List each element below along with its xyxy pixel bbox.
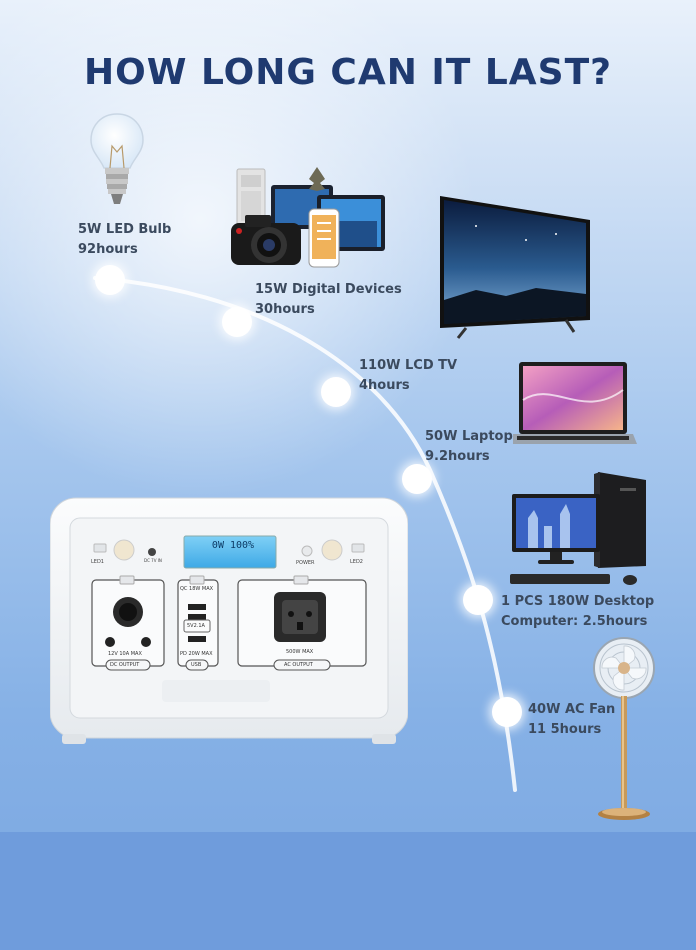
timeline-dot-4 — [402, 464, 432, 494]
light-bulb-icon — [90, 113, 144, 204]
page-title: HOW LONG CAN IT LAST? — [83, 52, 613, 93]
item-duration: 11 5hours — [528, 722, 602, 737]
device-lcd-text: 0W 100% — [211, 540, 255, 551]
device-ac-output-label: AC OUTPUT — [284, 662, 313, 668]
item-duration: 92hours — [78, 242, 138, 257]
device-usb-pd: PD 20W MAX — [180, 651, 213, 657]
desktop-computer-image — [510, 472, 646, 585]
timeline-dot-3 — [321, 377, 351, 407]
item-label-tv: 110W LCD TV 4hours — [359, 356, 457, 396]
laptop-image — [513, 362, 637, 444]
item-name: 110W LCD TV — [359, 358, 458, 373]
lcd-tv-image — [440, 196, 590, 339]
power-station-image: 0W 100% LED1 LED2 POWER DC 7V IN 12V 10A… — [49, 496, 409, 752]
item-label-desktop: 1 PCS 180W Desktop Computer: 2.5hours — [501, 592, 654, 632]
device-usb-label: USB — [191, 662, 202, 668]
device-usb-5v: 5V2.1A — [187, 623, 205, 629]
item-duration: Computer: 2.5hours — [501, 614, 648, 629]
item-label-digital: 15W Digital Devices 30hours — [255, 280, 402, 320]
item-duration: 4hours — [359, 378, 410, 393]
item-name: 5W LED Bulb — [78, 222, 172, 237]
item-duration: 9.2hours — [425, 449, 490, 464]
bottom-band — [0, 832, 696, 950]
device-power-label: POWER — [296, 560, 315, 566]
device-dc-in-label: DC 7V IN — [144, 558, 162, 563]
ac-fan-image — [593, 637, 655, 820]
digital-devices-image — [231, 167, 385, 268]
device-dc-output-label: DC OUTPUT — [110, 662, 140, 668]
device-ac-spec: 500W MAX — [286, 649, 314, 655]
device-led2-label: LED2 — [350, 559, 363, 565]
item-name: 50W Laptop — [425, 429, 513, 444]
item-name: 15W Digital Devices — [255, 282, 402, 297]
item-label-fan: 40W AC Fan 11 5hours — [528, 700, 615, 740]
timeline-dot-5 — [463, 585, 493, 615]
item-name: 40W AC Fan — [528, 702, 616, 717]
device-usb-qc: QC 18W MAX — [180, 586, 214, 592]
timeline-dot-6 — [492, 697, 522, 727]
timeline-dot-1 — [95, 265, 125, 295]
device-led1-label: LED1 — [91, 559, 104, 565]
timeline-dot-2 — [222, 307, 252, 337]
item-duration: 30hours — [255, 302, 315, 317]
device-dc-spec: 12V 10A MAX — [108, 651, 142, 657]
item-name: 1 PCS 180W Desktop — [501, 594, 655, 609]
item-label-bulb: 5W LED Bulb 92hours — [78, 220, 171, 260]
item-label-laptop: 50W Laptop 9.2hours — [425, 427, 513, 467]
